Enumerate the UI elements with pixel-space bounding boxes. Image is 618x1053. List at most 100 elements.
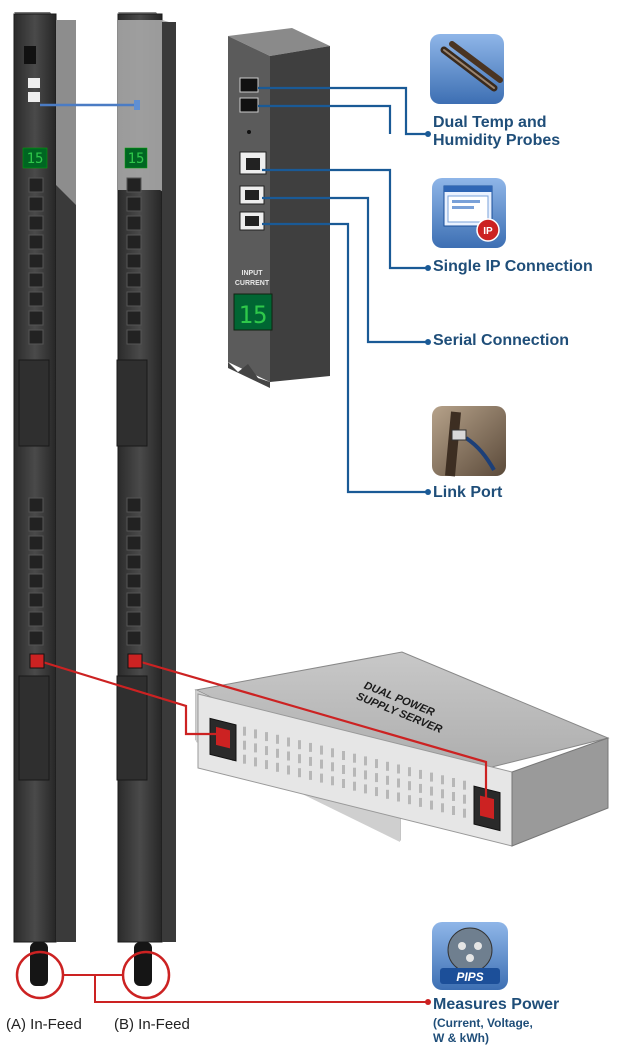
- vent-slot: [419, 769, 422, 779]
- power-lines: [35, 658, 488, 800]
- callout-dots: [425, 131, 431, 495]
- vent-slot: [276, 734, 279, 744]
- dual-power-server: [194, 651, 610, 847]
- vent-slot: [397, 764, 400, 774]
- pdu-b: [117, 12, 176, 943]
- probes-label-2: Humidity Probes: [433, 132, 561, 149]
- outlet: [28, 234, 44, 250]
- outlet: [126, 253, 142, 269]
- pdu-b-display: 15: [128, 151, 145, 167]
- outlet: [126, 630, 142, 646]
- outlet: [126, 573, 142, 589]
- in-feed-cord-a: [30, 942, 48, 986]
- vent-slot: [320, 759, 323, 769]
- vent-slot: [265, 746, 268, 756]
- outlet: [126, 310, 142, 326]
- measures-power-sub-1: (Current, Voltage,: [433, 1016, 533, 1030]
- vent-slot: [397, 792, 400, 802]
- in-feed-cord-b: [134, 942, 152, 986]
- outlet: [28, 573, 44, 589]
- input-label-2: CURRENT: [235, 280, 270, 287]
- ip-badge: IP: [483, 226, 493, 237]
- vent-slot: [452, 778, 455, 787]
- vent-slot: [254, 743, 257, 753]
- outlet: [28, 215, 44, 231]
- outlet-bank-cover: [18, 675, 50, 781]
- vent-slot: [320, 745, 323, 755]
- vent-slot: [386, 789, 389, 799]
- vent-slot: [298, 768, 301, 778]
- measures-power-label: Measures Power: [433, 996, 560, 1013]
- vent-slot: [331, 748, 334, 758]
- vent-slot: [441, 789, 444, 799]
- pdu-a: [13, 12, 76, 943]
- vent-slot: [287, 737, 290, 747]
- pdu-a-outlets: [18, 177, 50, 781]
- outlet: [126, 516, 142, 532]
- vent-slot: [452, 806, 455, 815]
- vent-slot: [430, 772, 433, 782]
- outlet: [28, 592, 44, 608]
- vent-slot: [276, 762, 279, 772]
- vent-slot: [287, 765, 290, 775]
- vent-slot: [342, 765, 345, 774]
- vent-slot: [254, 729, 257, 739]
- zoom-panel: [228, 28, 330, 388]
- vent-slot: [419, 797, 422, 807]
- outlet: [28, 611, 44, 627]
- vent-slot: [243, 740, 246, 750]
- vent-slot: [353, 781, 356, 791]
- vent-slot: [397, 778, 400, 788]
- outlet-bank-cover: [18, 359, 50, 447]
- pdu-b-outlet-highlight: [127, 653, 143, 669]
- vent-slot: [386, 775, 389, 785]
- outlet: [126, 535, 142, 551]
- vent-slot: [309, 756, 312, 766]
- serial-label: Serial Connection: [433, 332, 570, 349]
- outlet: [28, 253, 44, 269]
- outlet: [28, 630, 44, 646]
- in-feed-b-label: (B) In-Feed: [114, 1016, 190, 1033]
- outlet: [126, 554, 142, 570]
- vent-slot: [298, 740, 301, 750]
- vent-slot: [441, 803, 444, 813]
- vent-slot: [430, 800, 433, 810]
- outlet: [28, 310, 44, 326]
- vent-slot: [309, 770, 312, 780]
- vent-slot: [408, 781, 411, 791]
- vent-slot: [463, 794, 466, 804]
- probes-thumbnail: [430, 34, 504, 104]
- vent-slot: [408, 767, 411, 777]
- outlet: [126, 329, 142, 345]
- outlet: [28, 535, 44, 551]
- vent-slot: [287, 751, 290, 761]
- outlet: [28, 497, 44, 513]
- outlet: [28, 177, 44, 193]
- input-label-1: INPUT: [242, 270, 264, 277]
- outlet: [28, 196, 44, 212]
- vent-slot: [408, 795, 411, 805]
- pdu-a-outlet-highlight: [29, 653, 45, 669]
- outlet: [126, 177, 142, 193]
- link-thumbnail: [432, 406, 506, 477]
- vent-slot: [364, 770, 367, 780]
- vent-slot: [386, 761, 389, 771]
- outlet: [126, 272, 142, 288]
- vent-slot: [364, 784, 367, 794]
- probes-label-1: Dual Temp and: [433, 114, 547, 131]
- outlet: [28, 329, 44, 345]
- vent-slot: [243, 726, 246, 736]
- vent-slot: [430, 786, 433, 796]
- outlet: [126, 592, 142, 608]
- link-port-label: Link Port: [433, 484, 503, 501]
- outlet: [28, 516, 44, 532]
- vent-slot: [452, 792, 455, 801]
- vent-slot: [353, 767, 356, 777]
- vent-slot: [254, 757, 257, 767]
- vent-slot: [320, 773, 323, 783]
- vent-slot: [375, 773, 378, 783]
- vent-slot: [331, 776, 334, 786]
- pips-badge: PIPS: [456, 970, 483, 984]
